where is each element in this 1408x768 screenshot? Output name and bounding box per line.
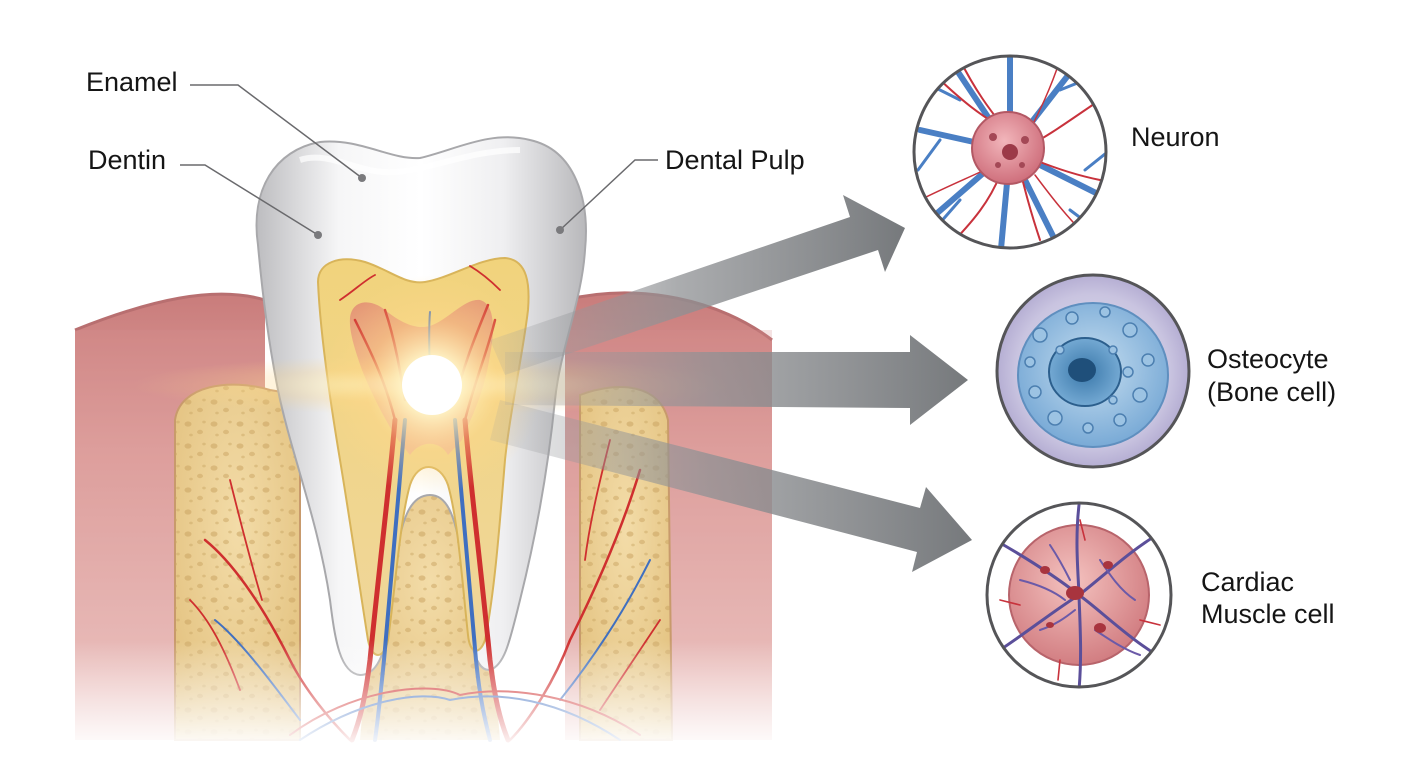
differentiation-arrows [490, 195, 972, 572]
arrow-to-neuron [490, 195, 905, 375]
label-neuron: Neuron [1131, 122, 1220, 152]
arrow-to-osteocyte [505, 335, 968, 425]
label-osteocyte: Osteocyte [1207, 344, 1329, 374]
neuron-illustration [912, 54, 1108, 250]
label-dentin: Dentin [88, 145, 167, 175]
arrow-to-cardiac [490, 400, 972, 572]
label-enamel: Enamel [86, 67, 178, 97]
cardiac-cell-illustration [985, 501, 1173, 689]
leader-dots [314, 174, 564, 239]
label-muscle-cell: Muscle cell [1201, 599, 1335, 629]
label-bone-cell: (Bone cell) [1207, 377, 1337, 407]
label-dental-pulp: Dental Pulp [665, 145, 805, 175]
bottom-fade [60, 640, 800, 750]
label-cardiac: Cardiac [1201, 567, 1295, 597]
leader-lines [180, 84, 658, 236]
osteocyte-illustration [995, 273, 1191, 469]
